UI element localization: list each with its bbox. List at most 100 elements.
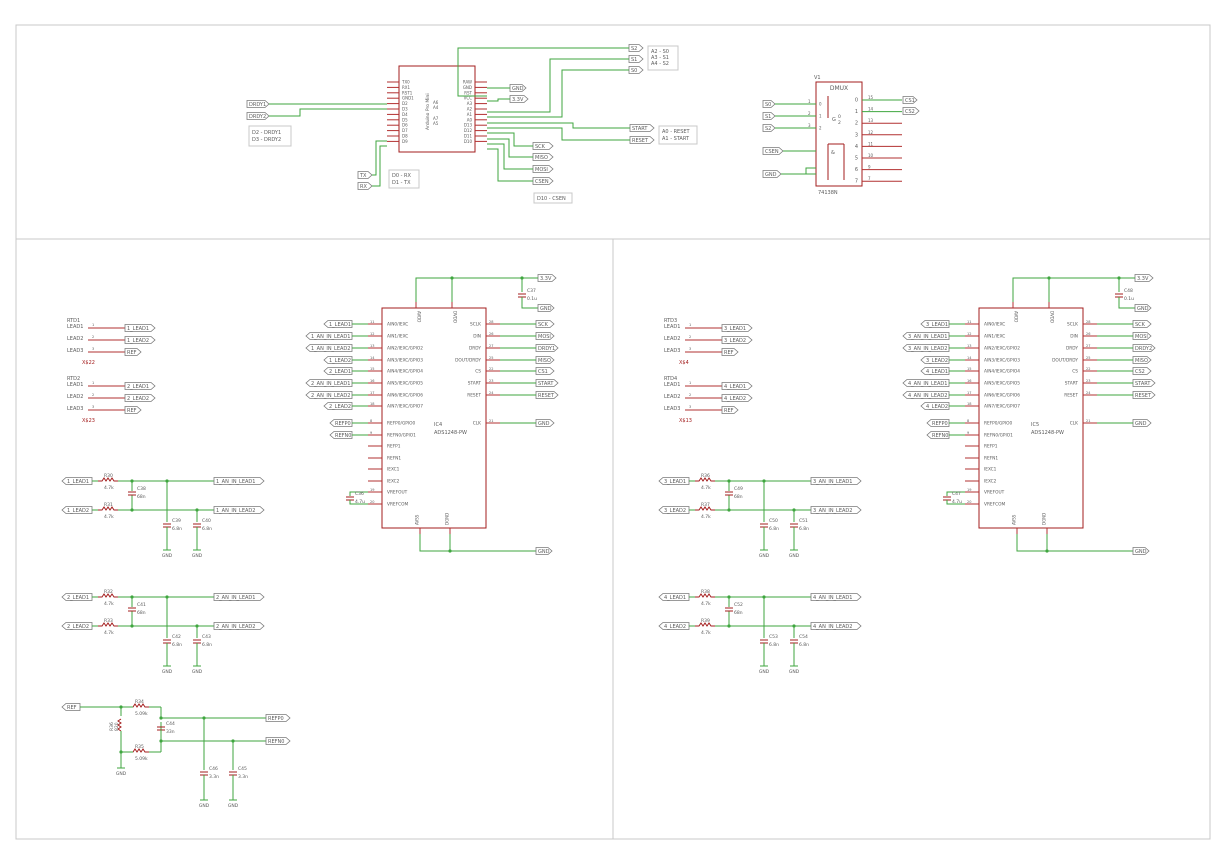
net-tag [721, 382, 753, 390]
net-tag [532, 165, 554, 173]
net-tag [323, 320, 353, 328]
junction-dot [520, 276, 524, 280]
rtd-pin-num: 2 [92, 393, 94, 397]
net-tag [61, 477, 93, 485]
net-tag [902, 344, 950, 352]
net-tag [658, 593, 690, 601]
adc-pin-label: REFP0/GPIO0 [984, 421, 1013, 427]
rtd-title: RTD3 [664, 318, 677, 324]
junction-dot [727, 508, 731, 512]
net-tag [246, 112, 270, 120]
note-text: D10 - CSEN [537, 196, 566, 202]
net-tag-label: SCK [538, 322, 549, 328]
adc-pin-label: AVDD [417, 311, 422, 322]
net-tag-label: 4_LEAD1 [926, 369, 948, 375]
adc-pin-num: 20 [370, 500, 374, 504]
wire [160, 730, 266, 742]
adc-pin-label: VREFCOM [984, 502, 1005, 508]
wire [487, 148, 533, 182]
net-tag [762, 170, 782, 178]
resistor-value: 820 [114, 722, 120, 731]
wire [781, 167, 816, 175]
junction-dot [448, 549, 452, 553]
cap-name: C47 [952, 491, 961, 497]
net-tag [509, 84, 527, 92]
net-tag [658, 622, 690, 630]
arduino-pin-label: D5 [402, 117, 408, 122]
adc-pin-num: 24 [1086, 391, 1091, 395]
net-tag [762, 112, 776, 120]
adc-body [978, 307, 1084, 529]
arduino-pin-label: D10 [464, 139, 473, 144]
net-tag [535, 419, 555, 427]
adc-pin-label: SCLK [470, 322, 481, 328]
net-tag-label: CS1 [538, 369, 548, 375]
net-tag [323, 402, 353, 410]
net-tag [532, 142, 554, 150]
arduino-pin-label: D12 [464, 128, 473, 133]
adc-pin-num: 11 [370, 320, 374, 324]
adc-pin-num: 27 [489, 344, 493, 348]
note-text: A0 - RESET [662, 129, 691, 135]
cap-name: C39 [172, 518, 181, 524]
cap-value: 4.7u [952, 499, 962, 505]
adc-pin-label: RESET [1064, 393, 1078, 399]
net-tag [323, 356, 353, 364]
net-tag-label: GND [538, 421, 550, 427]
net-tag [762, 100, 776, 108]
adc-pin-label: VREFCOM [387, 502, 408, 508]
net-tag-label: 1_LEAD2 [329, 358, 351, 364]
adc-pin-label: AIN4/IEXC/GPIO4 [984, 369, 1020, 375]
arduino-pin-label: D7 [402, 128, 408, 133]
net-tag [124, 324, 156, 332]
net-tag-label: MOSI [535, 167, 548, 173]
arduino-pin-label: A3 [467, 101, 473, 106]
net-tag [810, 477, 862, 485]
arduino-pin-label: D13 [464, 123, 473, 128]
wire [415, 277, 538, 302]
net-tag-label: SCK [535, 144, 546, 150]
rtd-pin: LEAD3 [664, 406, 680, 412]
arduino-pin-label: A6 [433, 100, 439, 105]
dmux-pin-num: 12 [868, 130, 874, 135]
note-box [248, 125, 292, 147]
adc-part: ADS1248-PW [1031, 430, 1064, 436]
dmux-pin-label: 3 [855, 132, 858, 138]
adc-pin-num: 9 [370, 431, 372, 435]
adc-pin-num: 23 [1086, 379, 1090, 383]
rtd-pin-num: 2 [92, 335, 94, 339]
resistor-name: R32 [104, 589, 113, 595]
net-tag-label: 1_LEAD2 [67, 508, 89, 514]
net-tag [535, 320, 555, 328]
rtd-pin-num: 1 [689, 323, 691, 327]
note-text: A1 - START [662, 136, 690, 142]
resistor [695, 506, 715, 511]
resistor [117, 718, 122, 732]
wire [487, 69, 629, 118]
adc-pin-num: 18 [370, 402, 374, 406]
arduino-pin-label: A2 [467, 107, 473, 112]
resistor-name: R35 [135, 744, 144, 750]
net-tag [1132, 356, 1152, 364]
note-text: D2 - DRDY1 [252, 130, 281, 136]
cap-name: C42 [172, 634, 181, 640]
rtd-pin-num: 1 [92, 323, 94, 327]
net-tag-label: REF [67, 705, 77, 711]
net-tag [629, 124, 655, 132]
adc-name: IC5 [1031, 422, 1039, 428]
net-tag-label: 2_LEAD1 [67, 595, 89, 601]
adc-pin-label: REFN1 [387, 456, 401, 462]
adc-pin-num: 19 [370, 488, 374, 492]
net-tag [305, 391, 353, 399]
dmux-pin-label: 1 [855, 109, 858, 115]
net-tag [1132, 547, 1150, 555]
junction-dot [1047, 276, 1051, 280]
net-tag-label: 4_AN_IN_LEAD1 [908, 381, 947, 387]
net-tag [213, 593, 265, 601]
resistor-name: R39 [701, 618, 710, 624]
net-tag-label: MISO [1135, 358, 1148, 364]
net-tag [628, 55, 644, 63]
junction-dot [727, 479, 731, 483]
net-tag [329, 431, 353, 439]
adc-pin-label: AIN2/IEXC/GPIO2 [387, 346, 423, 352]
